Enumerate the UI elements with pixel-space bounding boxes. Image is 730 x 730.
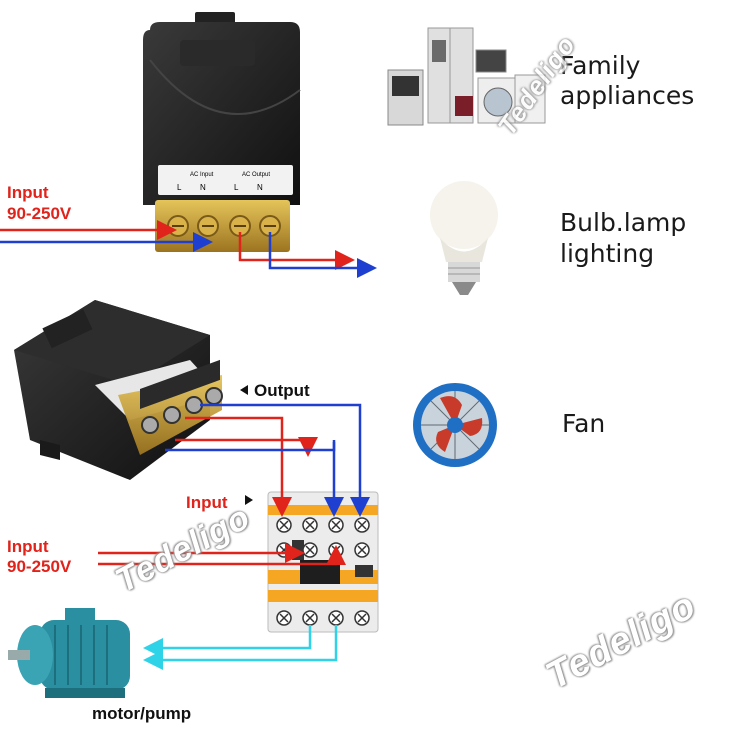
terminal-n-text: N <box>200 183 206 192</box>
top-wiring <box>0 220 377 278</box>
motor-pump-image <box>8 608 130 698</box>
bottom-input-label: Input <box>7 537 49 556</box>
family-appliances-label-line2: appliances <box>560 81 695 110</box>
terminal-label-plate <box>158 165 293 195</box>
terminal-n2-text: N <box>257 183 263 192</box>
input-pointer-icon <box>245 495 253 505</box>
bottom-relay-module <box>14 300 223 480</box>
motor-pump-label: motor/pump <box>92 704 192 723</box>
ac-output-text: AC Output <box>242 172 270 178</box>
bottom-input-voltage: 90-250V <box>7 557 72 576</box>
contactor-input-label: Input <box>186 493 228 512</box>
terminal-l-text: L <box>177 183 182 192</box>
brass-terminal-block <box>155 200 290 252</box>
top-relay-module: AC Input AC Output L N L N <box>143 12 301 252</box>
contactor <box>267 491 379 633</box>
fan-icon <box>413 383 497 467</box>
top-input-voltage: 90-250V <box>7 204 72 223</box>
light-bulb-icon <box>430 181 498 295</box>
home-appliances-icon <box>387 27 546 126</box>
top-input-label: Input <box>7 183 49 202</box>
bottom-wiring <box>98 385 370 670</box>
ac-input-text: AC Input <box>190 172 214 178</box>
fan-label: Fan <box>562 409 606 438</box>
bulb-lamp-label-line2: lighting <box>560 239 655 268</box>
family-appliances-label-line1: Family <box>560 51 641 80</box>
output-pointer-icon <box>240 385 248 395</box>
bulb-lamp-label-line1: Bulb.lamp <box>560 208 687 237</box>
output-label: Output <box>254 381 310 400</box>
terminal-l2-text: L <box>234 183 239 192</box>
